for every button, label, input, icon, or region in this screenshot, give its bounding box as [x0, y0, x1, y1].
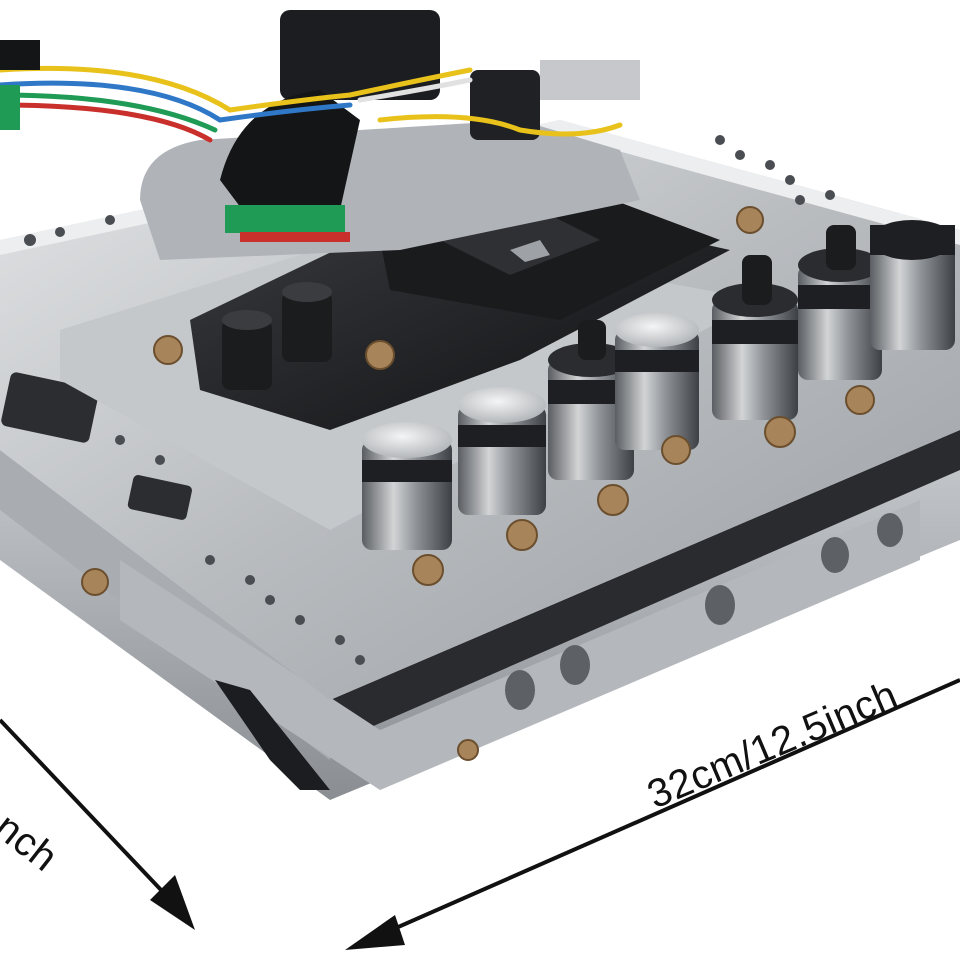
lower-casting	[120, 500, 920, 790]
solenoid-row	[362, 220, 955, 550]
wire-plug	[0, 40, 40, 130]
small-solenoids	[222, 282, 332, 390]
wire-harness	[0, 65, 623, 143]
dimension-arrows	[0, 678, 960, 950]
bottom-bracket	[215, 680, 330, 790]
bolts	[81, 206, 875, 761]
